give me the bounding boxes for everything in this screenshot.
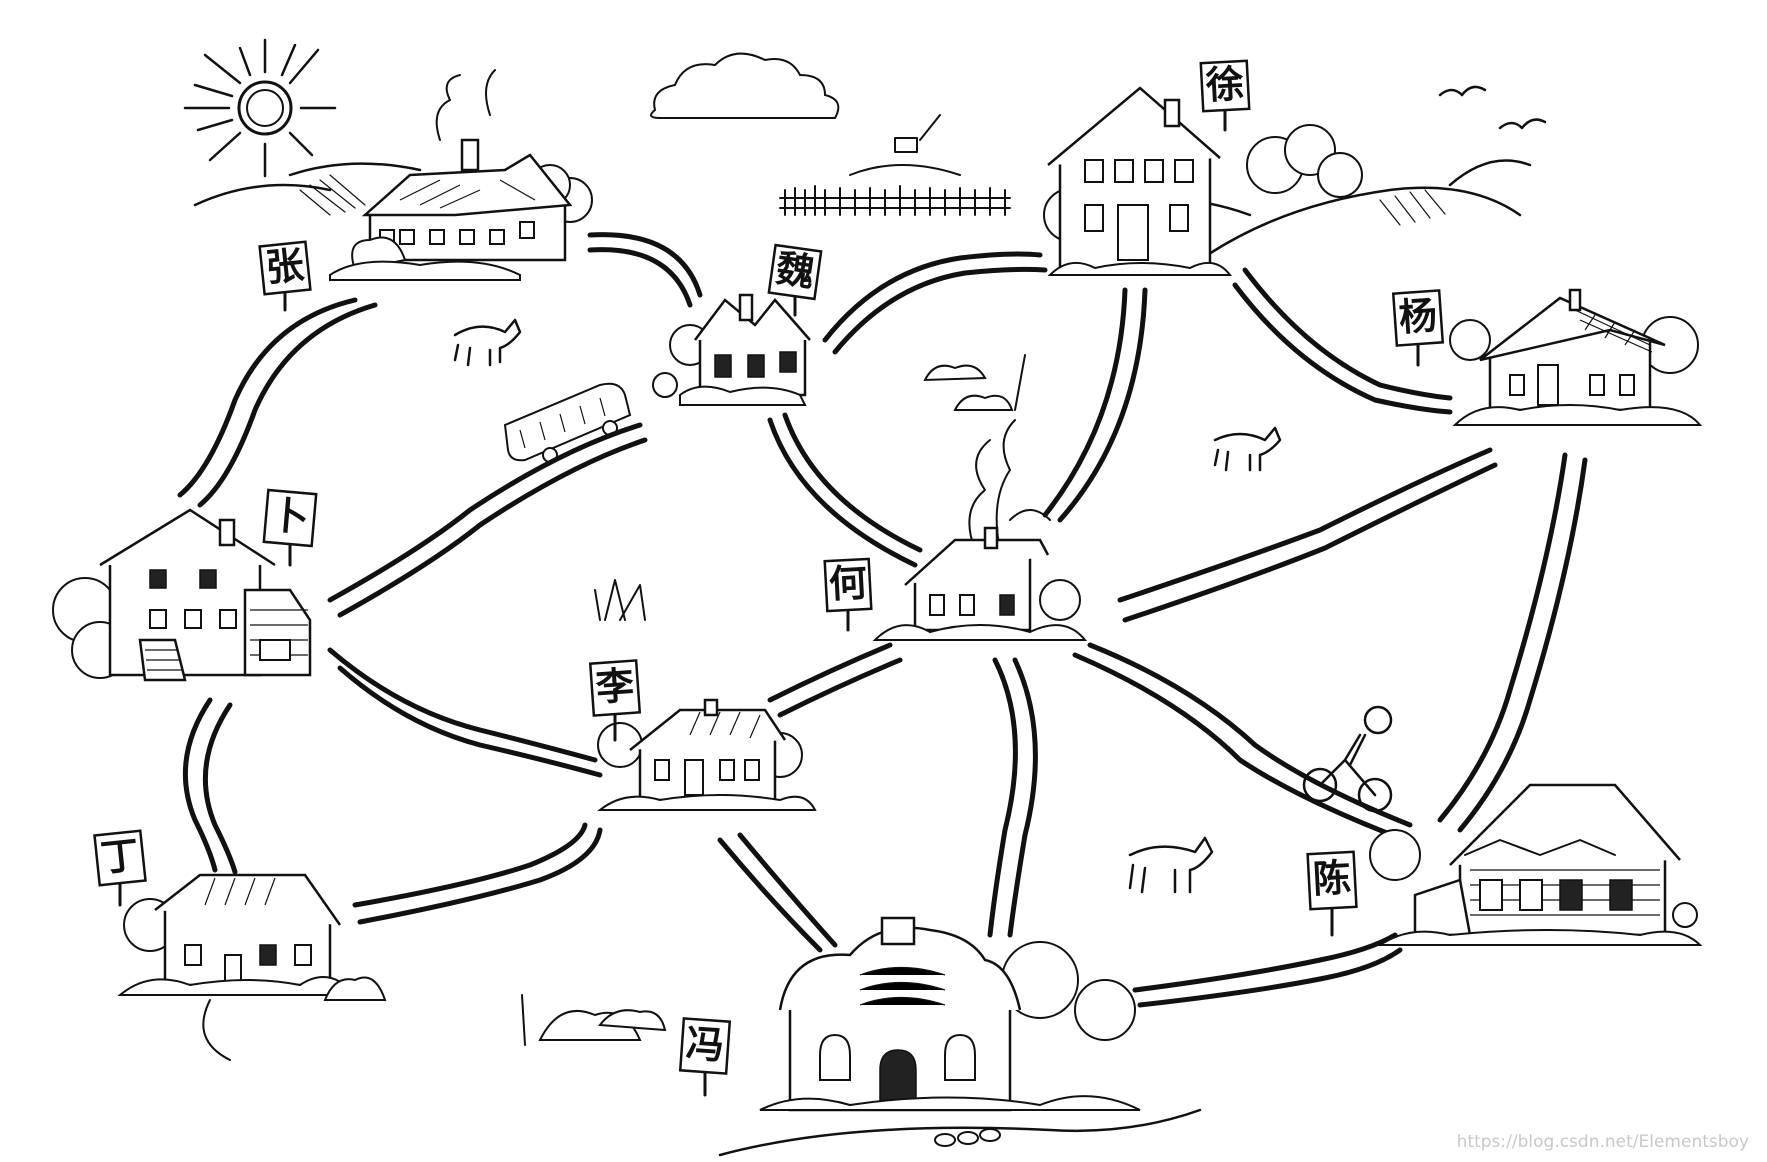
- cyclist-icon: [1302, 705, 1393, 813]
- sign-xu: 徐: [1199, 59, 1251, 132]
- birds: [1438, 85, 1547, 130]
- house-he: [872, 419, 1088, 641]
- house-ding: [117, 873, 387, 1061]
- sign-chen: 陈: [1306, 850, 1358, 937]
- cloud-icon: [650, 52, 840, 119]
- sign-label: 徐: [1204, 61, 1245, 108]
- sign-label: 卜: [269, 492, 311, 540]
- sun-icon: [183, 38, 337, 178]
- house-bu: [52, 508, 312, 682]
- sign-label: 魏: [773, 245, 817, 295]
- horse-icon: [1213, 426, 1282, 472]
- sign-he: 何: [823, 557, 873, 632]
- sign-label: 杨: [1397, 292, 1438, 340]
- house-zhang: [329, 69, 593, 281]
- bushes-bottom-left: [521, 994, 667, 1046]
- sign-label: 丁: [99, 832, 142, 881]
- horse-icon: [453, 318, 522, 367]
- house-li: [597, 698, 817, 811]
- grass-tuft: [594, 579, 646, 621]
- watermark: https://blog.csdn.net/Elementsboy: [1456, 1132, 1749, 1152]
- house-yang: [1449, 288, 1703, 426]
- house-xu: [1043, 86, 1233, 276]
- house-chen: [1369, 783, 1703, 946]
- roads: [177, 232, 1588, 1008]
- sign-label: 何: [828, 560, 868, 607]
- sign-wei: 魏: [767, 243, 823, 317]
- sign-yang: 杨: [1391, 289, 1445, 367]
- sign-label: 张: [264, 242, 307, 291]
- hills-left: [193, 162, 422, 216]
- sign-zhang: 张: [258, 240, 312, 312]
- sign-label: 陈: [1312, 855, 1352, 902]
- horse-icon: [1128, 836, 1214, 894]
- sign-label: 冯: [685, 1020, 726, 1068]
- sign-label: 李: [594, 662, 635, 710]
- trees-xu: [1246, 124, 1363, 198]
- house-wei: [652, 293, 811, 406]
- sign-li: 李: [588, 659, 642, 742]
- farm-fence: [779, 114, 1011, 216]
- sign-feng: 冯: [678, 1017, 732, 1097]
- sign-bu: 卜: [262, 488, 318, 567]
- hills-right: [1198, 159, 1532, 262]
- sign-ding: 丁: [93, 829, 147, 907]
- house-feng: [718, 916, 1202, 1157]
- bushes-center: [923, 354, 1026, 411]
